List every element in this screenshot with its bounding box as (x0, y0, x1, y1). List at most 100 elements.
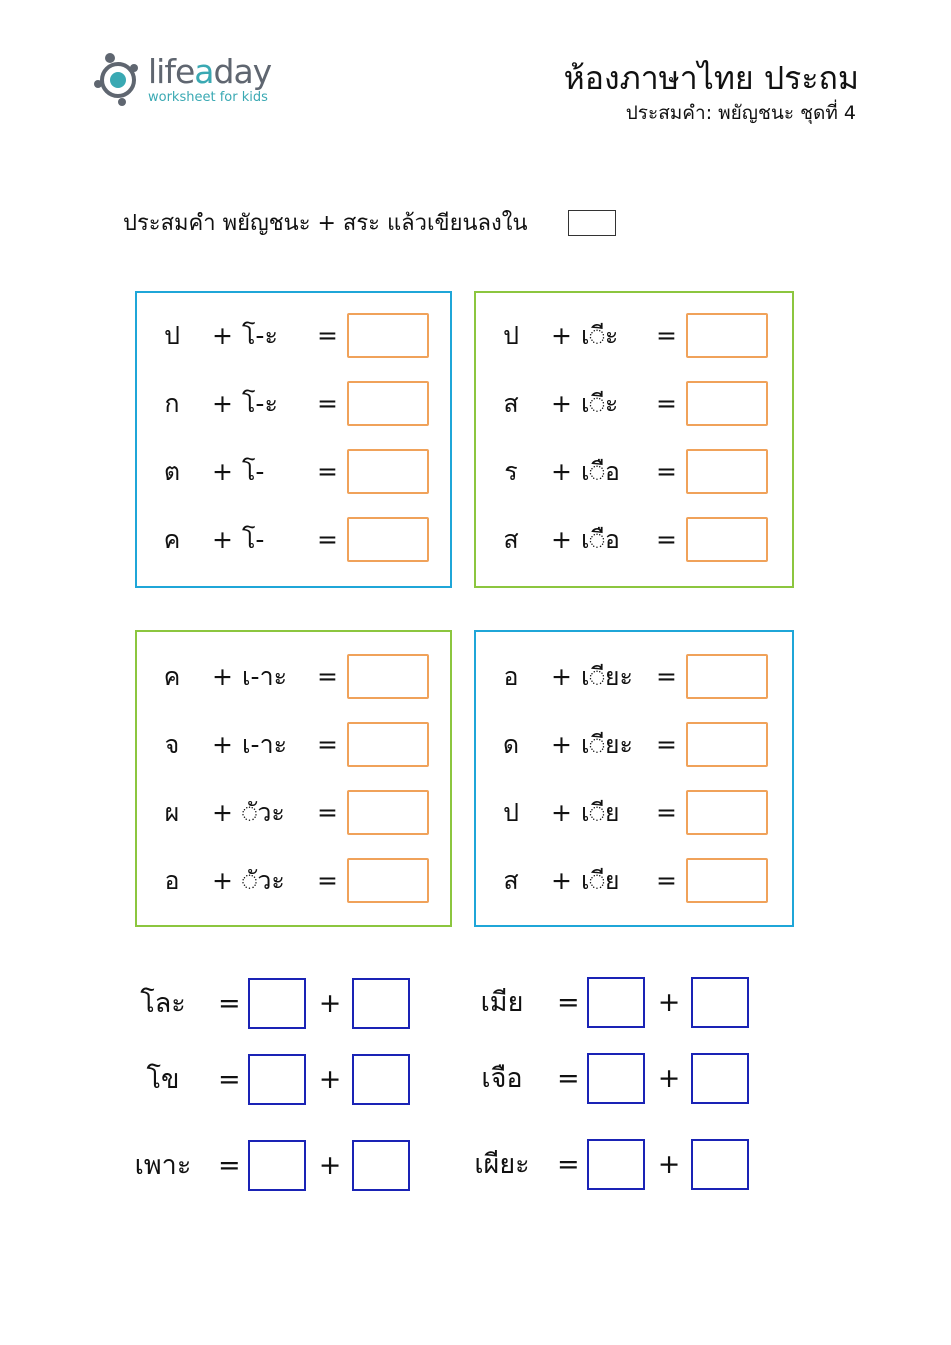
vowel: เ◌ีะ (581, 321, 619, 350)
vowel: โ-ะ (242, 389, 278, 418)
exercise-row: ร+เ◌ือ= (476, 449, 792, 495)
plus-sign: + (212, 662, 233, 691)
consonant: ส (503, 389, 519, 418)
equals-sign: = (317, 321, 338, 350)
answer-box[interactable] (686, 313, 768, 358)
consonant: ป (164, 321, 180, 350)
plus-sign: + (551, 798, 572, 827)
equals-sign: = (317, 389, 338, 418)
plus-sign: + (551, 866, 572, 895)
equals-sign: = (656, 866, 677, 895)
exercise-panel-3: ค+เ-าะ= จ+เ-าะ= ผ+◌ัวะ= อ+◌ัวะ= (135, 630, 452, 927)
equals-sign: = (656, 730, 677, 759)
vowel: เ-าะ (242, 730, 288, 759)
plus-sign: + (318, 988, 342, 1019)
exercise-row: ผ+◌ัวะ= (137, 790, 450, 836)
split-word: โละ (140, 988, 186, 1019)
answer-box[interactable] (347, 858, 429, 903)
split-word-row: เมีย=+ (457, 977, 757, 1029)
vowel: เ◌ือ (581, 525, 620, 554)
equals-sign: = (317, 866, 338, 895)
plus-sign: + (551, 525, 572, 554)
vowel-answer-box[interactable] (352, 978, 410, 1029)
equals-sign: = (656, 662, 677, 691)
equals-sign: = (656, 321, 677, 350)
page-subtitle: ประสมคำ: พยัญชนะ ชุดที่ 4 (625, 102, 856, 124)
vowel: โ- (242, 525, 265, 554)
split-word: เจือ (481, 1063, 523, 1094)
exercise-row: ค+เ-าะ= (137, 654, 450, 700)
split-word-row: เผียะ=+ (457, 1139, 757, 1191)
plus-sign: + (318, 1064, 342, 1095)
vowel: โ- (242, 457, 265, 486)
plus-sign: + (657, 1149, 681, 1180)
split-word-row: เพาะ=+ (118, 1140, 418, 1192)
brand-name: lifeaday (148, 52, 272, 91)
consonant: ค (163, 525, 181, 554)
vowel-answer-box[interactable] (352, 1054, 410, 1105)
exercise-row: อ + ◌ัวะ = (137, 858, 450, 904)
vowel-answer-box[interactable] (352, 1140, 410, 1191)
answer-box[interactable] (347, 654, 429, 699)
plus-sign: + (212, 730, 233, 759)
vowel: โ-ะ (242, 321, 278, 350)
answer-box[interactable] (686, 449, 768, 494)
plus-sign: + (212, 321, 233, 350)
equals-sign: = (557, 1063, 580, 1094)
split-word: เผียะ (474, 1149, 530, 1180)
consonant: ป (503, 321, 519, 350)
plus-sign: + (657, 987, 681, 1018)
plus-sign: + (318, 1150, 342, 1181)
answer-box[interactable] (347, 790, 429, 835)
consonant: อ (164, 866, 180, 895)
consonant-answer-box[interactable] (248, 1140, 306, 1191)
consonant: อ (503, 662, 519, 691)
answer-box[interactable] (686, 517, 768, 562)
answer-box[interactable] (686, 858, 768, 903)
plus-sign: + (551, 457, 572, 486)
exercise-row: ส + เ◌ีย = (476, 858, 792, 904)
equals-sign: = (218, 988, 241, 1019)
consonant: จ (164, 730, 180, 759)
consonant: ส (503, 525, 519, 554)
equals-sign: = (656, 389, 677, 418)
exercise-row: ด+เ◌ียะ= (476, 722, 792, 768)
vowel-answer-box[interactable] (691, 977, 749, 1028)
vowel: ◌ัวะ (242, 866, 285, 895)
plus-sign: + (551, 730, 572, 759)
answer-box[interactable] (686, 722, 768, 767)
consonant-answer-box[interactable] (587, 1139, 645, 1190)
consonant: ส (503, 866, 519, 895)
plus-sign: + (551, 321, 572, 350)
plus-sign: + (551, 662, 572, 691)
answer-box[interactable] (686, 654, 768, 699)
answer-box[interactable] (347, 722, 429, 767)
equals-sign: = (557, 987, 580, 1018)
answer-box[interactable] (686, 381, 768, 426)
exercise-panel-2: ป+เ◌ีะ= ส+เ◌ีะ= ร+เ◌ือ= ส+เ◌ือ= (474, 291, 794, 588)
consonant-answer-box[interactable] (248, 978, 306, 1029)
plus-sign: + (212, 866, 233, 895)
vowel: เ◌ีย (581, 866, 620, 895)
answer-box[interactable] (686, 790, 768, 835)
vowel: เ◌ีะ (581, 389, 619, 418)
vowel-answer-box[interactable] (691, 1053, 749, 1104)
exercise-row: ส+เ◌ีะ= (476, 381, 792, 427)
answer-box[interactable] (347, 313, 429, 358)
consonant: ร (504, 457, 518, 486)
answer-box[interactable] (347, 381, 429, 426)
page-title: ห้องภาษาไทย ประถม (563, 59, 859, 97)
vowel: ◌ัวะ (242, 798, 285, 827)
consonant-answer-box[interactable] (587, 977, 645, 1028)
equals-sign: = (317, 457, 338, 486)
brand-tagline: worksheet for kids (148, 90, 268, 105)
answer-box[interactable] (347, 517, 429, 562)
plus-sign: + (212, 457, 233, 486)
answer-box[interactable] (347, 449, 429, 494)
vowel-answer-box[interactable] (691, 1139, 749, 1190)
consonant: ผ (164, 798, 180, 827)
consonant-answer-box[interactable] (587, 1053, 645, 1104)
exercise-row: ส+เ◌ือ= (476, 517, 792, 563)
plus-sign: + (212, 798, 233, 827)
consonant-answer-box[interactable] (248, 1054, 306, 1105)
